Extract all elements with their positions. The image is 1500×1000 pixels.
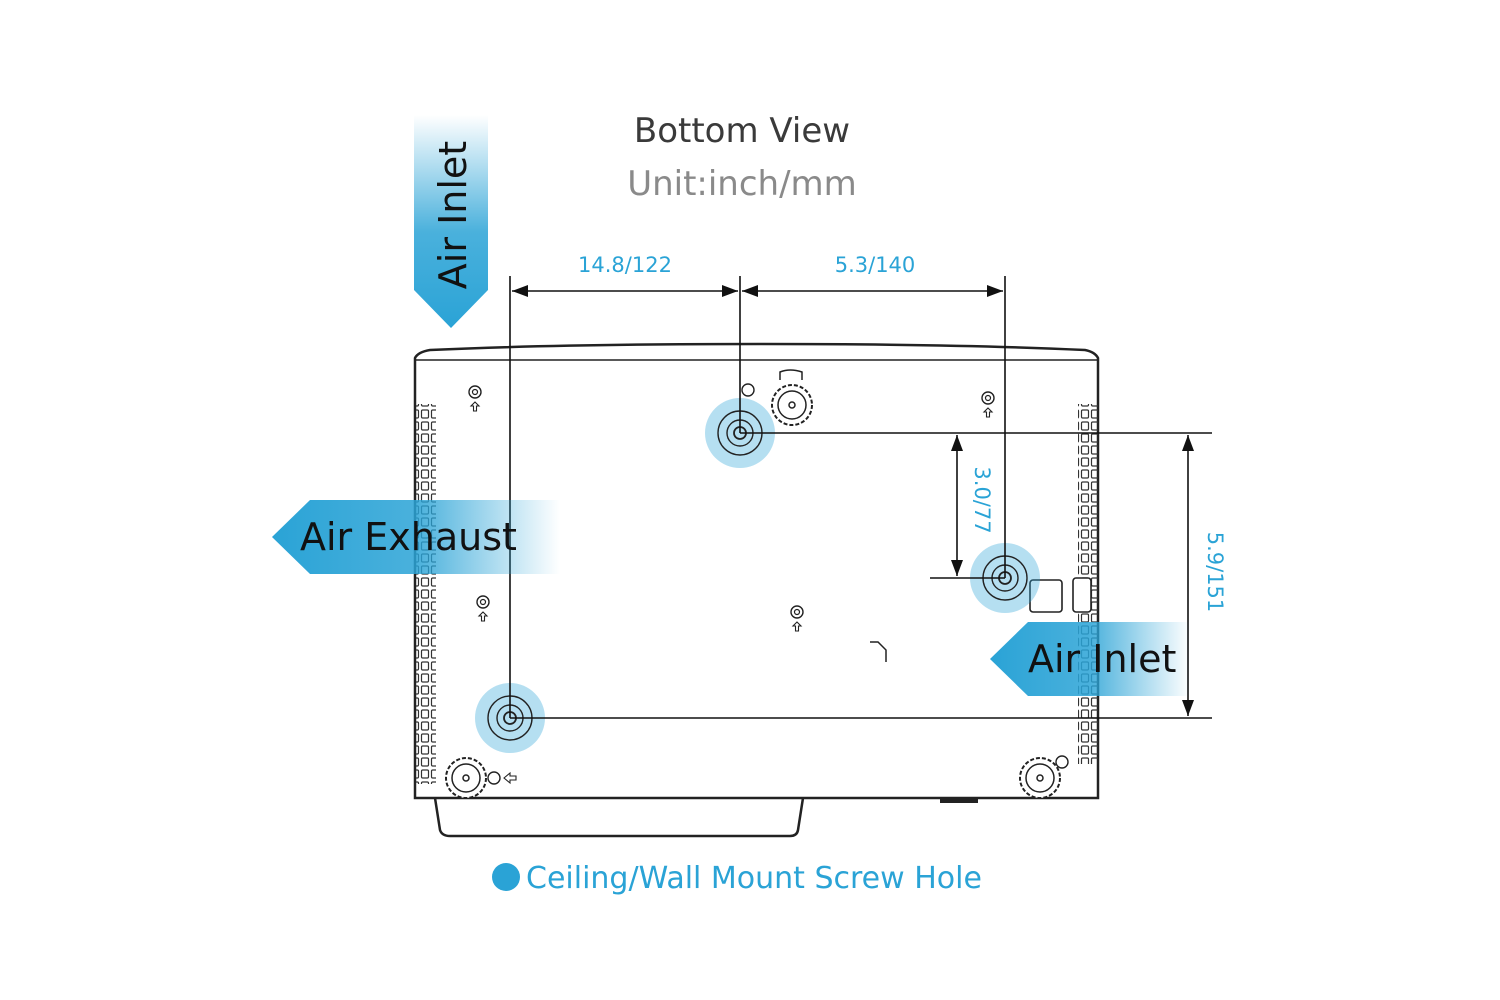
air-inlet-right-label: Air Inlet — [1028, 637, 1176, 681]
air-exhaust-arrow: Air Exhaust — [272, 500, 560, 574]
air-inlet-top-arrow: Air Inlet — [414, 115, 488, 328]
legend-marker — [492, 863, 520, 891]
air-inlet-top-label: Air Inlet — [431, 141, 475, 289]
dimension-label-top-right: 5.3/140 — [835, 253, 916, 277]
air-inlet-right-arrow: Air Inlet — [990, 622, 1190, 696]
adjustable-foot-top — [771, 384, 813, 426]
dimension-label-vertical-right: 5.9/151 — [1203, 532, 1227, 613]
screw-mark-4 — [790, 605, 804, 632]
legend: Ceiling/Wall Mount Screw Hole — [492, 861, 982, 896]
adjustable-foot-bottom-right — [1019, 757, 1061, 799]
vent-grille-left — [416, 404, 436, 784]
dimension-label-top-left: 14.8/122 — [578, 253, 672, 277]
screw-mark-1 — [468, 385, 482, 412]
dimension-label-vertical-inner: 3.0/77 — [970, 466, 994, 533]
dimension-lines — [509, 276, 1212, 719]
adjustable-foot-bottom-left — [445, 757, 487, 799]
diagram-title: Bottom View — [634, 111, 850, 151]
screw-mark-3 — [476, 595, 490, 622]
legend-label: Ceiling/Wall Mount Screw Hole — [526, 861, 982, 896]
air-exhaust-label: Air Exhaust — [300, 515, 517, 559]
screw-mark-2 — [981, 391, 995, 418]
unit-label: Unit:inch/mm — [627, 164, 857, 204]
